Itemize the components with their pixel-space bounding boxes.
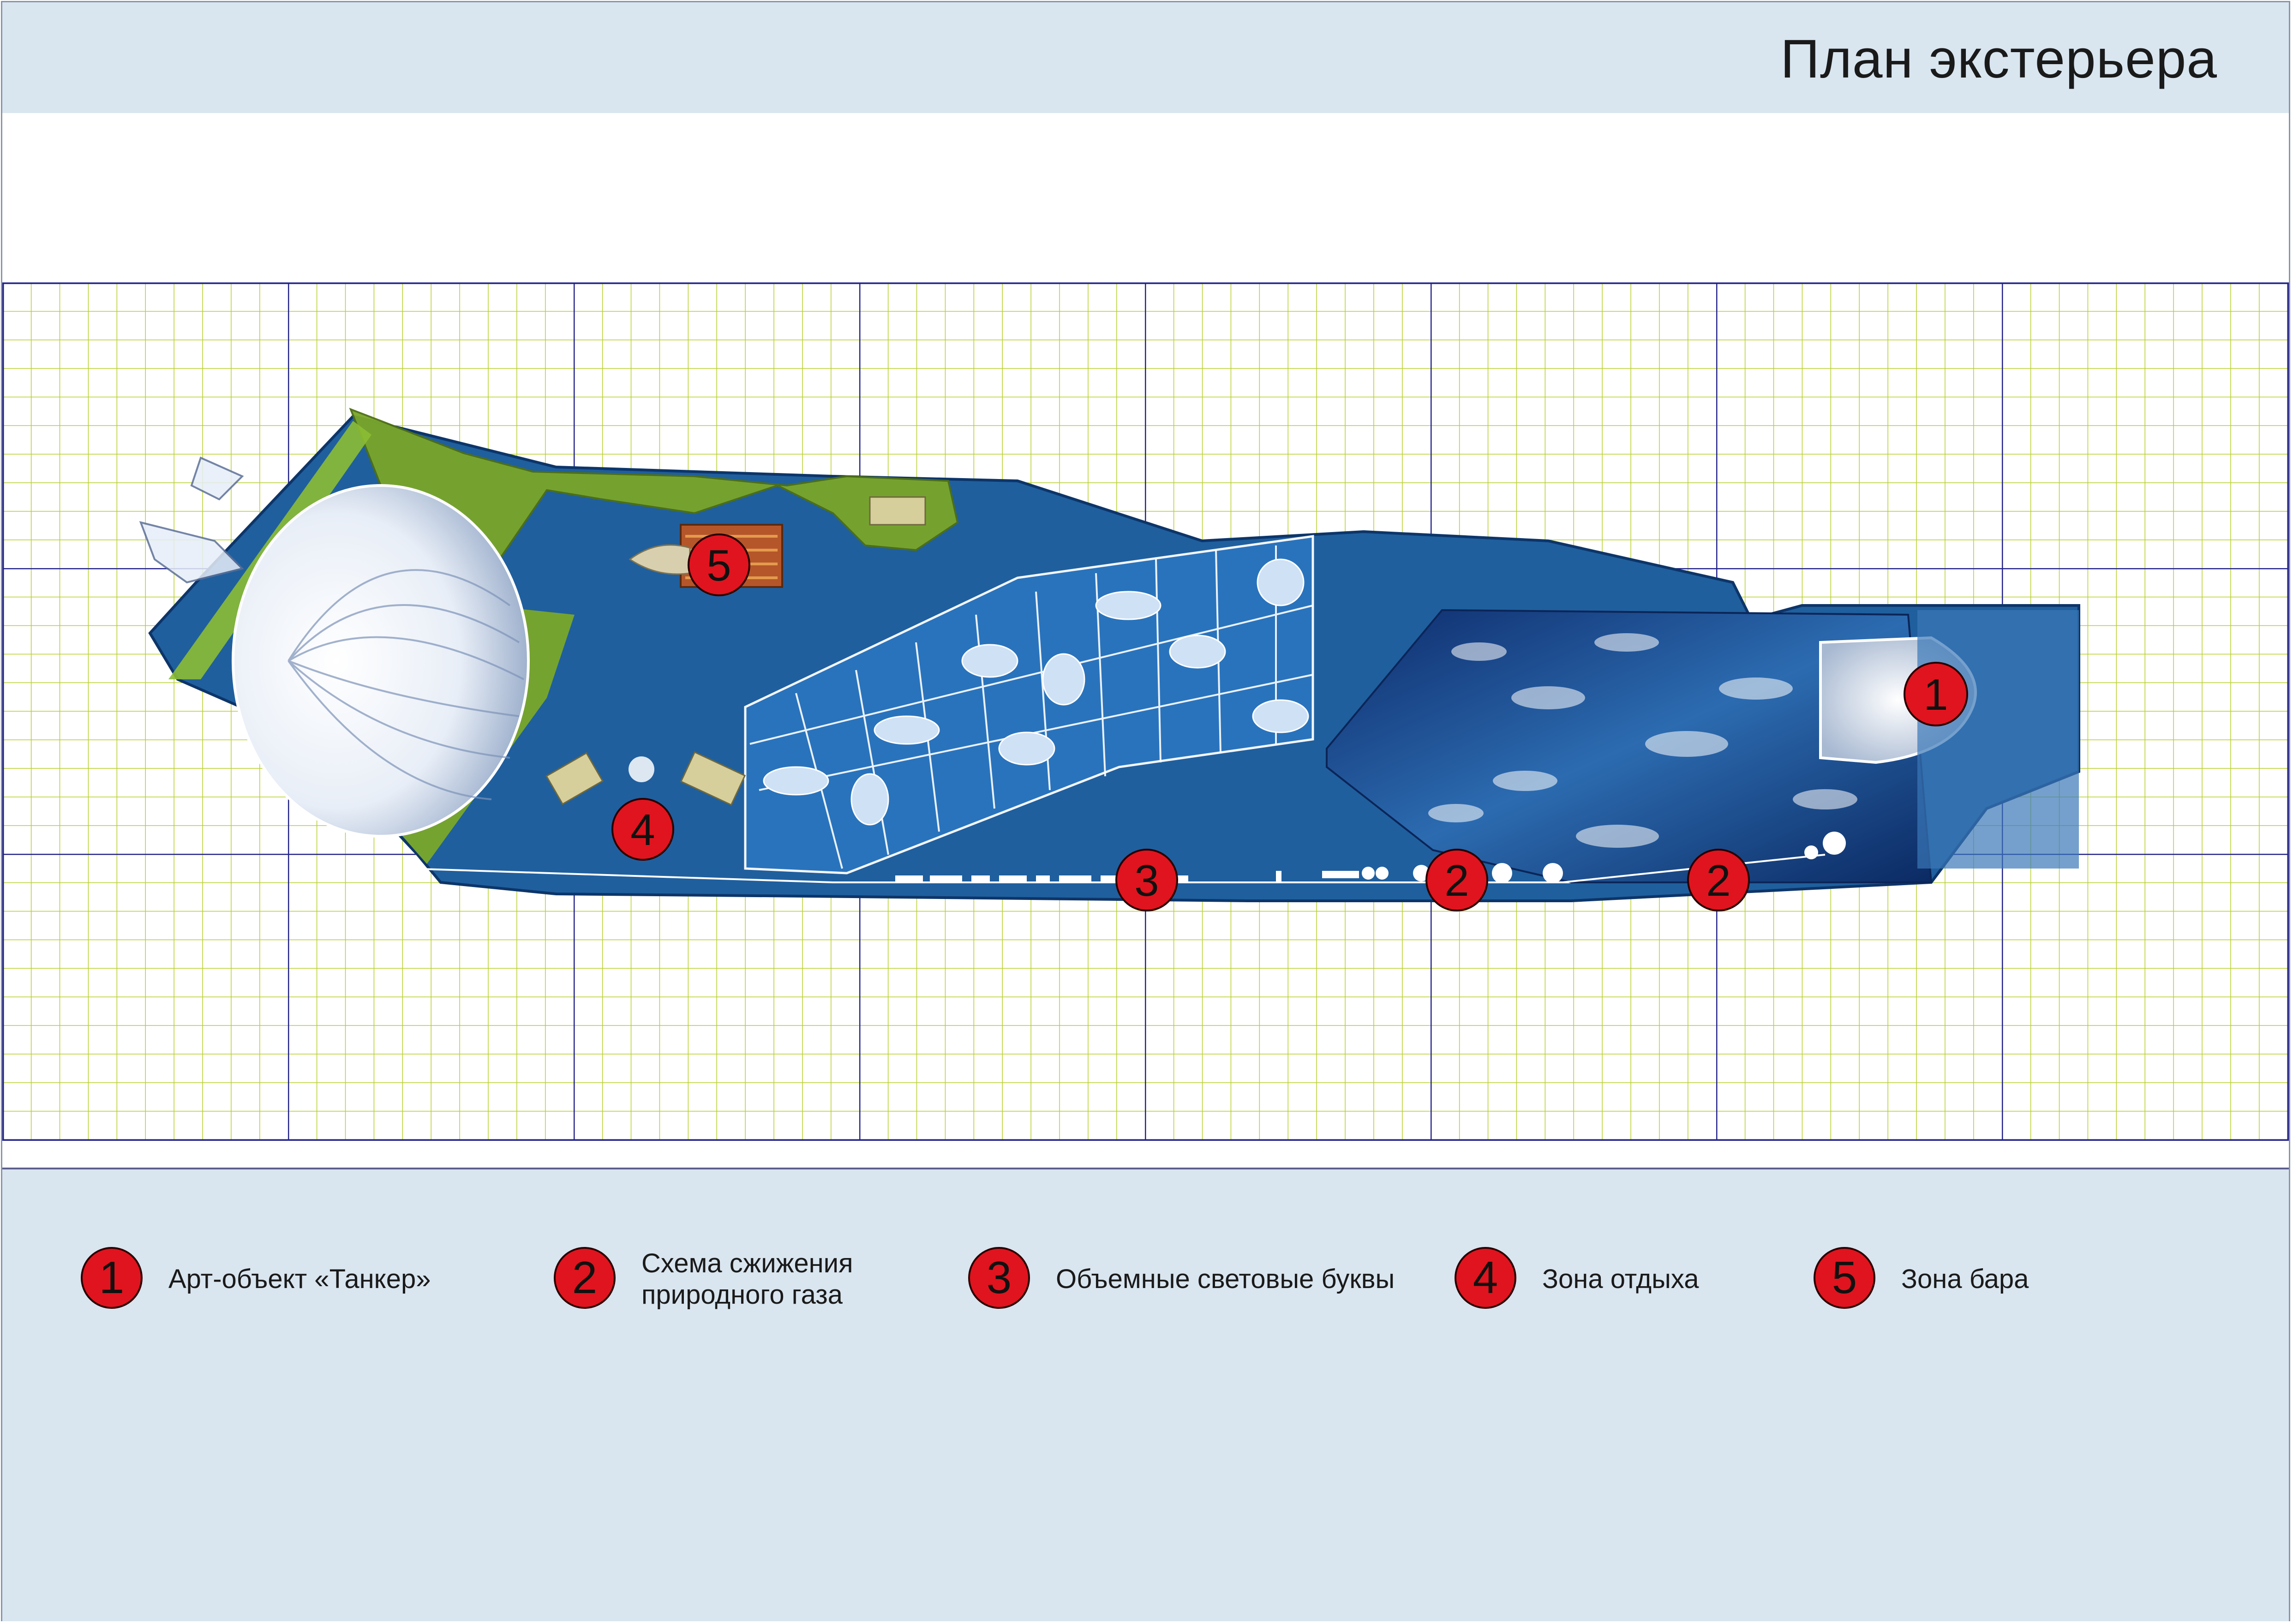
legend-marker-2: 2: [554, 1247, 616, 1309]
marker-1-label: 1: [1923, 670, 1948, 719]
bench: [545, 752, 604, 805]
marker-3-label: 3: [1134, 856, 1159, 905]
header-bar: План экстерьера: [2, 2, 2289, 113]
legend-label-4: Зона отдыха: [1542, 1264, 1699, 1294]
legend-marker-3: 3: [968, 1247, 1030, 1309]
marker-2b: 2: [1687, 849, 1750, 911]
legend-marker-5: 5: [1814, 1247, 1875, 1309]
marker-1: 1: [1904, 662, 1968, 726]
legend-label-1: Арт-объект «Танкер»: [168, 1264, 431, 1294]
marker-4-label: 4: [630, 805, 655, 855]
marker-2-label: 2: [1444, 856, 1469, 905]
marker-2: 2: [1425, 849, 1488, 911]
marker-4: 4: [611, 798, 674, 861]
marker-2b-label: 2: [1706, 856, 1730, 905]
plan-drawing: 1 2 2 3 4 5: [2, 282, 2289, 1141]
page-title: План экстерьера: [1780, 29, 2217, 90]
marker-3: 3: [1115, 849, 1178, 911]
legend-panel: 1 Арт-объект «Танкер» 2 Схема сжижения п…: [2, 1168, 2289, 1621]
exterior-plan: 1 2 2 3 4 5: [2, 282, 2289, 1141]
legend-marker-4: 4: [1455, 1247, 1516, 1309]
legend-label-3: Объемные световые буквы: [1056, 1264, 1395, 1294]
legend-label-2: Схема сжижения природного газа: [641, 1248, 853, 1310]
marker-5: 5: [688, 533, 750, 596]
marker-5-label: 5: [706, 541, 731, 590]
legend-marker-1: 1: [81, 1247, 143, 1309]
legend-label-5: Зона бара: [1901, 1264, 2029, 1294]
bench: [680, 751, 746, 806]
